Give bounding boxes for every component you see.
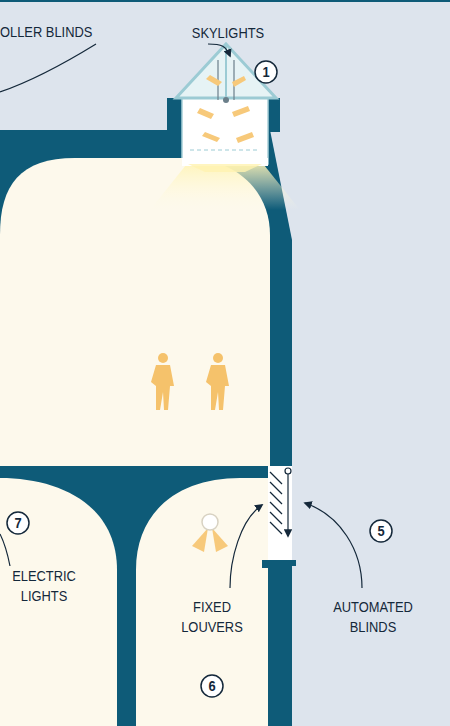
lower-room-left [0, 478, 117, 726]
window [268, 466, 292, 562]
callout-number: 7 [8, 513, 28, 533]
skylight-well [182, 98, 268, 164]
lower-room-right [136, 478, 268, 726]
blind-roller [285, 468, 291, 474]
callout-number: 6 [202, 676, 222, 696]
fixed-louvers [270, 472, 282, 534]
light-rays [197, 75, 254, 143]
skylight-ridge [225, 44, 227, 98]
people [151, 353, 229, 410]
skylight-glass [176, 44, 276, 98]
part-label: AUTOMATED BLINDS [322, 597, 423, 637]
part-label: SKYLIGHTS [191, 23, 265, 43]
electric-light [192, 514, 228, 552]
blind-roller [223, 97, 229, 103]
leader-lines [0, 44, 362, 588]
frame-line [0, 0, 450, 2]
roller-blind [233, 60, 234, 100]
callout-number: 5 [371, 521, 391, 541]
light-beam [188, 164, 262, 172]
part-label: ELECTRIC LIGHTS [11, 566, 77, 606]
window-sill [262, 560, 296, 566]
building-wall [0, 130, 292, 726]
part-label: OLLER BLINDS [0, 22, 96, 42]
part-label: FIXED LOUVERS [175, 597, 249, 637]
light-beam [150, 160, 300, 210]
diffuser [190, 150, 260, 151]
automated-blind [287, 472, 288, 536]
callout-number: 1 [256, 62, 276, 82]
